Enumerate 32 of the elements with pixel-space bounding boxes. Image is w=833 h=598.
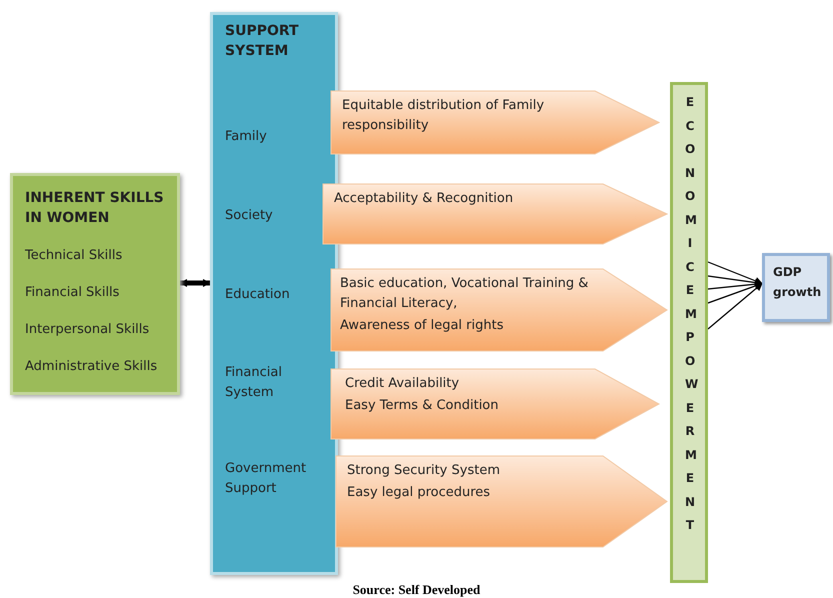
item-text: Easy legal procedures (347, 484, 492, 502)
text-box (10, 173, 180, 395)
item-text: Family (225, 128, 267, 146)
item-text: Education (225, 286, 290, 304)
arrow-shape (322, 183, 668, 245)
item-text: Interpersonal Skills (25, 321, 150, 339)
arrow (708, 282, 763, 330)
item-text: Acceptability & Recognition (334, 190, 514, 208)
item-text: Strong Security System (347, 462, 501, 480)
item-text: Government Support (225, 460, 308, 498)
item-text: Administrative Skills (25, 358, 158, 376)
arrow-shape (335, 455, 668, 548)
double-arrow (179, 279, 211, 287)
caption: Source: Self Developed (352, 582, 482, 598)
heading: SUPPORT SYSTEM (225, 22, 300, 61)
arrow-shape (330, 90, 660, 155)
arrow-shape (330, 268, 668, 352)
heading: INHERENT SKILLS IN WOMEN (25, 189, 165, 228)
item-text: Basic education, Vocational Training & Financial Literacy, (340, 275, 590, 313)
arrow (708, 261, 763, 285)
item-text: Credit Availability (345, 375, 460, 393)
item-text: Financial Skills (25, 284, 120, 302)
vertical-bar (670, 82, 708, 583)
item-text: Awareness of legal rights (340, 317, 504, 335)
heading: GDP growth (773, 264, 822, 301)
item-text: Easy Terms & Condition (345, 397, 500, 415)
item-text: Technical Skills (25, 247, 122, 265)
item-text: Equitable distribution of Family responsibility (342, 97, 546, 135)
item-text: Financial System (225, 364, 283, 402)
arrow-shape (330, 368, 660, 440)
text-box (762, 253, 830, 322)
item-text: Society (225, 207, 273, 225)
